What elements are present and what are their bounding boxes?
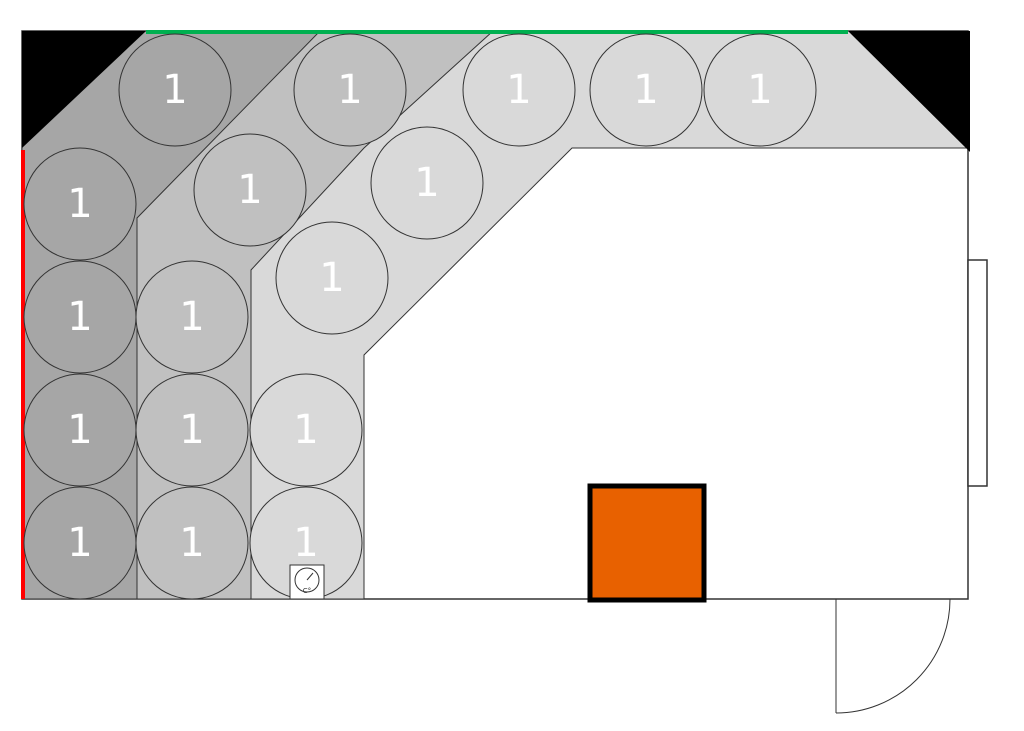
circle-marker: 1 bbox=[23, 147, 137, 261]
circle-shape bbox=[275, 221, 389, 335]
circle-marker: 1 bbox=[135, 373, 249, 487]
circle-shape bbox=[23, 147, 137, 261]
circle-marker: 1 bbox=[135, 486, 249, 600]
door-swing-arc bbox=[835, 598, 951, 714]
circle-label: 1 bbox=[747, 67, 772, 113]
window-frame bbox=[967, 259, 988, 487]
circle-shape bbox=[589, 33, 703, 147]
circle-label: 1 bbox=[67, 181, 92, 227]
circle-label: 1 bbox=[162, 67, 187, 113]
circle-label: 1 bbox=[67, 520, 92, 566]
circle-shape bbox=[370, 126, 484, 240]
circle-label: 1 bbox=[237, 167, 262, 213]
circle-marker: 1 bbox=[293, 33, 407, 147]
circle-shape bbox=[462, 33, 576, 147]
circle-label: 1 bbox=[179, 520, 204, 566]
corner-top-left bbox=[22, 31, 146, 148]
circle-marker: 1 bbox=[135, 260, 249, 374]
circle-shape bbox=[135, 373, 249, 487]
circle-marker: 1 bbox=[703, 33, 817, 147]
circle-shape bbox=[293, 33, 407, 147]
circle-marker: 1 bbox=[23, 260, 137, 374]
circle-label: 1 bbox=[179, 407, 204, 453]
thermometer-dial-icon: C° bbox=[289, 564, 325, 600]
corner-top-right bbox=[848, 31, 970, 152]
circle-shape bbox=[703, 33, 817, 147]
circle-marker: 1 bbox=[118, 33, 232, 147]
circle-marker: 1 bbox=[249, 373, 363, 487]
circle-label: 1 bbox=[633, 67, 658, 113]
circle-label: 1 bbox=[179, 294, 204, 340]
circle-shape bbox=[135, 260, 249, 374]
circle-marker: 1 bbox=[589, 33, 703, 147]
circle-label: 1 bbox=[293, 407, 318, 453]
circle-marker: 1 bbox=[370, 126, 484, 240]
circle-shape bbox=[118, 33, 232, 147]
circle-marker: 1 bbox=[462, 33, 576, 147]
circle-label: 1 bbox=[319, 255, 344, 301]
circle-label: 1 bbox=[67, 294, 92, 340]
circle-marker: 1 bbox=[275, 221, 389, 335]
heater-block bbox=[587, 483, 707, 603]
circle-label: 1 bbox=[337, 67, 362, 113]
circle-marker: 1 bbox=[193, 133, 307, 247]
circle-shape bbox=[193, 133, 307, 247]
circle-marker: 1 bbox=[23, 486, 137, 600]
circle-label: 1 bbox=[67, 407, 92, 453]
circle-label: 1 bbox=[414, 160, 439, 206]
circle-shape bbox=[135, 486, 249, 600]
circle-label: 1 bbox=[293, 520, 318, 566]
circle-markers: 1 1 1 1 1 1 1 1 1 1 1 1 1 1 1 1 1 bbox=[23, 33, 817, 600]
circle-shape bbox=[249, 373, 363, 487]
circle-marker: 1 bbox=[23, 373, 137, 487]
circle-label: 1 bbox=[506, 67, 531, 113]
circle-marker: 1 bbox=[249, 486, 363, 600]
thermostat-unit-label: C° bbox=[303, 587, 311, 595]
